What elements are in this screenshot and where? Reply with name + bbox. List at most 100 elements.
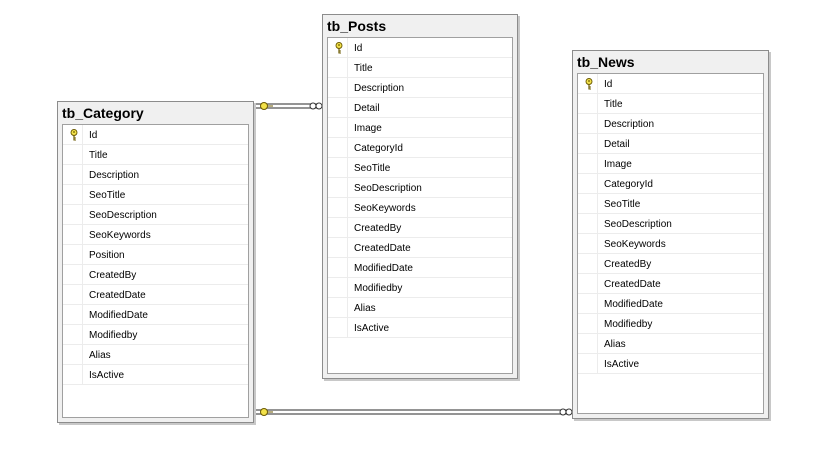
row-selector[interactable] [578, 114, 598, 133]
column-row[interactable]: CreatedDate [63, 285, 248, 305]
row-selector[interactable] [328, 258, 348, 277]
column-row[interactable]: Detail [578, 134, 763, 154]
column-row[interactable]: SeoTitle [578, 194, 763, 214]
column-row[interactable]: CategoryId [328, 138, 512, 158]
column-name: Title [354, 63, 373, 74]
row-selector[interactable] [578, 274, 598, 293]
column-name: IsActive [354, 323, 390, 334]
row-selector[interactable] [578, 214, 598, 233]
column-row[interactable]: SeoKeywords [578, 234, 763, 254]
column-row[interactable]: Detail [328, 98, 512, 118]
column-row[interactable]: SeoKeywords [328, 198, 512, 218]
row-selector[interactable] [328, 118, 348, 137]
column-row[interactable]: IsActive [63, 365, 248, 385]
row-selector[interactable] [578, 154, 598, 173]
column-row[interactable]: IsActive [328, 318, 512, 338]
row-selector[interactable] [328, 78, 348, 97]
column-row[interactable]: Alias [328, 298, 512, 318]
column-row[interactable]: SeoDescription [63, 205, 248, 225]
column-name: Description [89, 170, 140, 181]
row-selector[interactable] [578, 94, 598, 113]
column-row[interactable]: SeoDescription [328, 178, 512, 198]
row-selector[interactable] [578, 334, 598, 353]
relationship-category-posts[interactable] [256, 102, 323, 110]
column-row[interactable]: CreatedBy [328, 218, 512, 238]
row-selector[interactable] [578, 134, 598, 153]
row-selector[interactable] [63, 185, 83, 204]
column-row[interactable]: Title [63, 145, 248, 165]
column-name: SeoTitle [604, 199, 641, 210]
column-row[interactable]: Modifiedby [328, 278, 512, 298]
column-row[interactable]: SeoTitle [328, 158, 512, 178]
column-row[interactable]: SeoTitle [63, 185, 248, 205]
column-name: Modifiedby [89, 330, 138, 341]
column-row[interactable]: Description [578, 114, 763, 134]
column-row[interactable]: CreatedBy [63, 265, 248, 285]
row-selector[interactable] [328, 198, 348, 217]
row-selector[interactable] [578, 314, 598, 333]
column-row[interactable]: Position [63, 245, 248, 265]
column-name: Modifiedby [604, 319, 653, 330]
row-selector[interactable] [63, 325, 83, 344]
row-selector[interactable] [328, 138, 348, 157]
column-name: Id [604, 79, 613, 90]
column-row[interactable]: CreatedBy [578, 254, 763, 274]
column-row[interactable]: SeoDescription [578, 214, 763, 234]
row-selector[interactable] [578, 254, 598, 273]
column-row[interactable]: Id [63, 125, 248, 145]
row-selector[interactable] [63, 345, 83, 364]
row-selector[interactable] [328, 38, 348, 57]
row-selector[interactable] [63, 365, 83, 384]
column-row[interactable]: Id [578, 74, 763, 94]
row-selector[interactable] [578, 194, 598, 213]
column-row[interactable]: CreatedDate [328, 238, 512, 258]
column-row[interactable]: ModifiedDate [578, 294, 763, 314]
column-name: CategoryId [604, 179, 653, 190]
row-selector[interactable] [63, 225, 83, 244]
column-row[interactable]: CreatedDate [578, 274, 763, 294]
column-row[interactable]: SeoKeywords [63, 225, 248, 245]
row-selector[interactable] [328, 278, 348, 297]
column-row[interactable]: Title [328, 58, 512, 78]
row-selector[interactable] [63, 205, 83, 224]
row-selector[interactable] [328, 158, 348, 177]
row-selector[interactable] [63, 165, 83, 184]
row-selector[interactable] [578, 354, 598, 373]
row-selector[interactable] [578, 174, 598, 193]
row-selector[interactable] [328, 98, 348, 117]
row-selector[interactable] [578, 294, 598, 313]
column-row[interactable]: IsActive [578, 354, 763, 374]
row-selector[interactable] [328, 238, 348, 257]
row-selector[interactable] [578, 234, 598, 253]
relationship-category-news[interactable] [256, 408, 573, 416]
column-row[interactable]: CategoryId [578, 174, 763, 194]
column-row[interactable]: Description [63, 165, 248, 185]
row-selector[interactable] [63, 145, 83, 164]
column-row[interactable]: Modifiedby [578, 314, 763, 334]
row-selector[interactable] [63, 285, 83, 304]
column-row[interactable]: Modifiedby [63, 325, 248, 345]
row-selector[interactable] [63, 125, 83, 144]
row-selector[interactable] [328, 178, 348, 197]
row-selector[interactable] [63, 245, 83, 264]
row-selector[interactable] [328, 298, 348, 317]
column-row[interactable]: Image [578, 154, 763, 174]
row-selector[interactable] [578, 74, 598, 93]
column-row[interactable]: ModifiedDate [328, 258, 512, 278]
column-row[interactable]: Alias [63, 345, 248, 365]
column-row[interactable]: ModifiedDate [63, 305, 248, 325]
column-row[interactable]: Image [328, 118, 512, 138]
row-selector[interactable] [328, 218, 348, 237]
row-selector[interactable] [63, 305, 83, 324]
row-selector[interactable] [63, 265, 83, 284]
column-row[interactable]: Description [328, 78, 512, 98]
column-row[interactable]: Alias [578, 334, 763, 354]
column-row[interactable]: Id [328, 38, 512, 58]
row-selector[interactable] [328, 58, 348, 77]
column-row[interactable]: Title [578, 94, 763, 114]
row-selector[interactable] [328, 318, 348, 337]
